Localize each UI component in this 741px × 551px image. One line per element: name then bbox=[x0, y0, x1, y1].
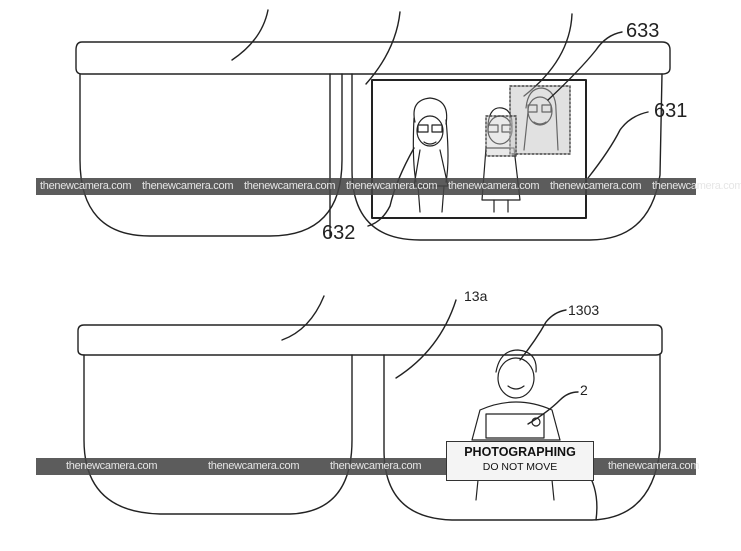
top-leader-2 bbox=[365, 11, 401, 85]
watermark-band-top: thenewcamera.com thenewcamera.com thenew… bbox=[36, 178, 741, 195]
watermark-text: thenewcamera.com bbox=[208, 460, 300, 472]
watermark-band-bottom: thenewcamera.com thenewcamera.com thenew… bbox=[36, 458, 700, 475]
bottom-device-right-body bbox=[383, 354, 661, 521]
face-highlight-box-1 bbox=[509, 85, 571, 155]
watermark-text: thenewcamera.com bbox=[330, 460, 422, 472]
bottom-leader-2 bbox=[395, 299, 457, 379]
label-2: 2 bbox=[580, 382, 588, 398]
face-highlight-box-2 bbox=[485, 115, 517, 157]
watermark-text: thenewcamera.com bbox=[652, 180, 741, 192]
top-device bbox=[75, 9, 671, 241]
leader-633 bbox=[547, 31, 623, 101]
subject-illustration bbox=[471, 349, 561, 501]
top-device-left-body bbox=[79, 73, 343, 237]
label-13a: 13a bbox=[464, 288, 488, 304]
label-631: 631 bbox=[654, 100, 688, 122]
top-leader-1 bbox=[231, 9, 269, 61]
photographing-message: PHOTOGRAPHING DO NOT MOVE bbox=[446, 441, 594, 481]
leader-632 bbox=[367, 147, 415, 227]
label-1303: 1303 bbox=[568, 302, 600, 318]
watermark-text: thenewcamera.com bbox=[448, 180, 540, 192]
label-633: 633 bbox=[626, 20, 660, 42]
watermark-text: thenewcamera.com bbox=[608, 460, 700, 472]
top-device-right-body bbox=[351, 73, 663, 241]
leader-1303 bbox=[519, 309, 567, 361]
watermark-text: thenewcamera.com bbox=[244, 180, 336, 192]
message-line-2: DO NOT MOVE bbox=[482, 461, 558, 473]
bottom-device bbox=[77, 295, 663, 521]
watermark-text: thenewcamera.com bbox=[346, 180, 438, 192]
bottom-device-left-body bbox=[83, 354, 353, 515]
watermark-text: thenewcamera.com bbox=[66, 460, 158, 472]
message-line-1: PHOTOGRAPHING bbox=[464, 445, 576, 459]
leader-631 bbox=[587, 111, 649, 179]
top-device-lid bbox=[75, 41, 671, 75]
watermark-text: thenewcamera.com bbox=[40, 180, 132, 192]
top-device-screen bbox=[371, 79, 587, 219]
leader-2 bbox=[527, 391, 579, 425]
watermark-text: thenewcamera.com bbox=[550, 180, 642, 192]
bottom-leader-1 bbox=[281, 295, 325, 341]
top-leader-3 bbox=[523, 13, 573, 97]
label-632: 632 bbox=[322, 222, 356, 244]
bottom-device-lid bbox=[77, 324, 663, 356]
watermark-text: thenewcamera.com bbox=[142, 180, 234, 192]
